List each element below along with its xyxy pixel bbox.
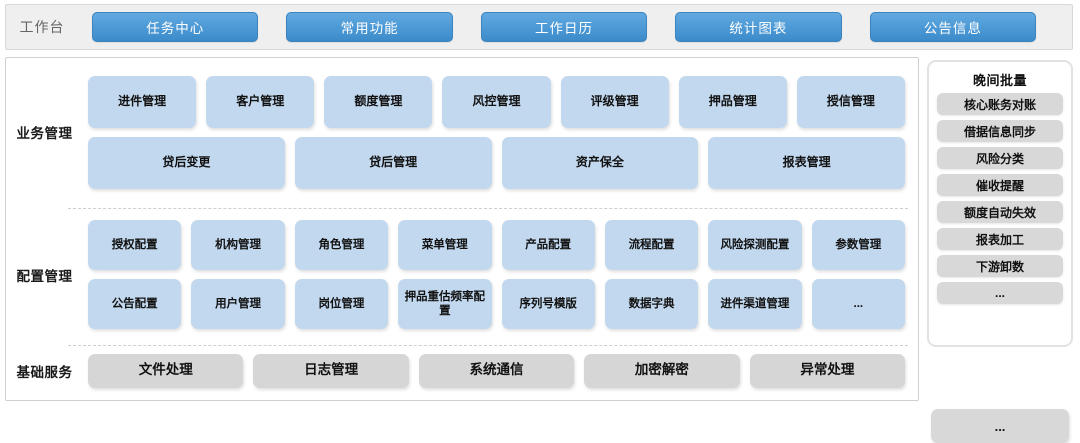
topbar-button-common-features[interactable]: 常用功能 — [286, 12, 453, 42]
tile-post-loan-change[interactable]: 贷后变更 — [88, 136, 285, 189]
tile-collateral-management[interactable]: 押品管理 — [678, 75, 787, 128]
topbar-button-announcements[interactable]: 公告信息 — [869, 12, 1037, 42]
tile-position-management[interactable]: 岗位管理 — [294, 279, 389, 329]
top-navigation-bar: 工作台 任务中心 常用功能 工作日历 统计图表 公告信息 — [5, 4, 1073, 50]
modules-panel: 业务管理 进件管理 客户管理 额度管理 风控管理 评级管理 押品管理 授信管理 … — [5, 57, 919, 401]
tile-system-communication[interactable]: 系统通信 — [418, 353, 575, 388]
tile-application-management[interactable]: 进件管理 — [88, 75, 197, 128]
tile-customer-management[interactable]: 客户管理 — [206, 75, 315, 128]
tile-asset-preservation[interactable]: 资产保全 — [501, 136, 699, 189]
tile-application-channel-management[interactable]: 进件渠道管理 — [708, 279, 802, 329]
workbench-page: 工作台 任务中心 常用功能 工作日历 统计图表 公告信息 业务管理 进件管理 客… — [5, 4, 1073, 443]
workbench-label: 工作台 — [19, 19, 65, 35]
batch-item-loan-receipt-sync[interactable]: 借据信息同步 — [937, 120, 1063, 142]
tile-parameter-management[interactable]: 参数管理 — [811, 220, 905, 270]
night-batch-panel: 晚间批量 核心账务对账 借据信息同步 风险分类 催收提醒 额度自动失效 报表加工… — [927, 60, 1073, 347]
batch-item-more[interactable]: ... — [937, 282, 1063, 304]
section-label-configuration: 配置管理 — [16, 268, 73, 284]
topbar-button-statistics[interactable]: 统计图表 — [675, 12, 842, 42]
section-divider-1 — [68, 208, 908, 209]
batch-item-collection-reminder[interactable]: 催收提醒 — [937, 174, 1063, 196]
tile-config-more[interactable]: ... — [811, 279, 905, 329]
section-body-business: 进件管理 客户管理 额度管理 风控管理 评级管理 押品管理 授信管理 贷后变更 … — [83, 75, 918, 189]
topbar-button-task-center[interactable]: 任务中心 — [92, 12, 259, 42]
tile-log-management[interactable]: 日志管理 — [253, 353, 409, 388]
batch-item-report-processing[interactable]: 报表加工 — [937, 228, 1063, 250]
tile-process-config[interactable]: 流程配置 — [604, 220, 699, 270]
config-row-2: 公告配置 用户管理 岗位管理 押品重估频率配置 序列号模版 数据字典 进件渠道管… — [83, 279, 910, 329]
tile-rating-management[interactable]: 评级管理 — [560, 75, 669, 128]
right-extra-more-tile[interactable]: ... — [931, 409, 1069, 443]
right-column: 晚间批量 核心账务对账 借据信息同步 风险分类 催收提醒 额度自动失效 报表加工… — [927, 57, 1073, 443]
tile-risk-detection-config[interactable]: 风险探测配置 — [708, 220, 802, 270]
tile-organization-management[interactable]: 机构管理 — [191, 220, 285, 270]
tile-collateral-revaluation-frequency-config[interactable]: 押品重估频率配置 — [398, 279, 492, 329]
tile-file-processing[interactable]: 文件处理 — [88, 353, 244, 388]
tile-announcement-config[interactable]: 公告配置 — [88, 279, 182, 329]
tile-report-management[interactable]: 报表管理 — [708, 136, 905, 189]
batch-item-risk-classification[interactable]: 风险分类 — [937, 147, 1063, 169]
section-basic-services: 基础服务 文件处理 日志管理 系统通信 加密解密 异常处理 — [6, 343, 918, 398]
section-business-management: 业务管理 进件管理 客户管理 额度管理 风控管理 评级管理 押品管理 授信管理 … — [6, 58, 918, 206]
tile-risk-control-management[interactable]: 风控管理 — [442, 75, 551, 128]
tile-exception-handling[interactable]: 异常处理 — [749, 353, 906, 388]
tile-product-config[interactable]: 产品配置 — [501, 220, 595, 270]
tile-data-dictionary[interactable]: 数据字典 — [604, 279, 699, 329]
section-label-business: 业务管理 — [16, 126, 73, 141]
tile-credit-granting-management[interactable]: 授信管理 — [796, 75, 905, 128]
section-body-basic-services: 文件处理 日志管理 系统通信 加密解密 异常处理 — [83, 353, 918, 388]
section-label-basic-services: 基础服务 — [16, 364, 73, 380]
night-batch-title: 晚间批量 — [972, 73, 1027, 88]
section-configuration-management: 配置管理 授权配置 机构管理 角色管理 菜单管理 产品配置 流程配置 风险探测配… — [6, 206, 918, 343]
basic-row-1: 文件处理 日志管理 系统通信 加密解密 异常处理 — [83, 353, 910, 388]
topbar-button-work-calendar[interactable]: 工作日历 — [480, 12, 648, 42]
business-row-1: 进件管理 客户管理 额度管理 风控管理 评级管理 押品管理 授信管理 — [83, 75, 910, 128]
top-button-group: 任务中心 常用功能 工作日历 统计图表 公告信息 — [78, 5, 1072, 49]
tile-credit-limit-management[interactable]: 额度管理 — [324, 75, 433, 128]
tile-authorization-config[interactable]: 授权配置 — [88, 220, 182, 270]
batch-item-downstream-data-unload[interactable]: 下游卸数 — [937, 255, 1063, 277]
tile-serial-number-template[interactable]: 序列号模版 — [501, 279, 595, 329]
config-row-1: 授权配置 机构管理 角色管理 菜单管理 产品配置 流程配置 风险探测配置 参数管… — [83, 220, 910, 270]
tile-menu-management[interactable]: 菜单管理 — [398, 220, 492, 270]
batch-item-core-accounting-reconciliation[interactable]: 核心账务对账 — [937, 93, 1063, 115]
tile-encryption-decryption[interactable]: 加密解密 — [584, 353, 740, 388]
tile-post-loan-management[interactable]: 贷后管理 — [294, 136, 492, 189]
tile-user-management[interactable]: 用户管理 — [191, 279, 285, 329]
tile-role-management[interactable]: 角色管理 — [294, 220, 389, 270]
section-divider-2 — [68, 345, 908, 346]
batch-item-auto-limit-expiry[interactable]: 额度自动失效 — [937, 201, 1063, 223]
business-row-2: 贷后变更 贷后管理 资产保全 报表管理 — [83, 136, 910, 189]
section-body-configuration: 授权配置 机构管理 角色管理 菜单管理 产品配置 流程配置 风险探测配置 参数管… — [83, 220, 918, 329]
